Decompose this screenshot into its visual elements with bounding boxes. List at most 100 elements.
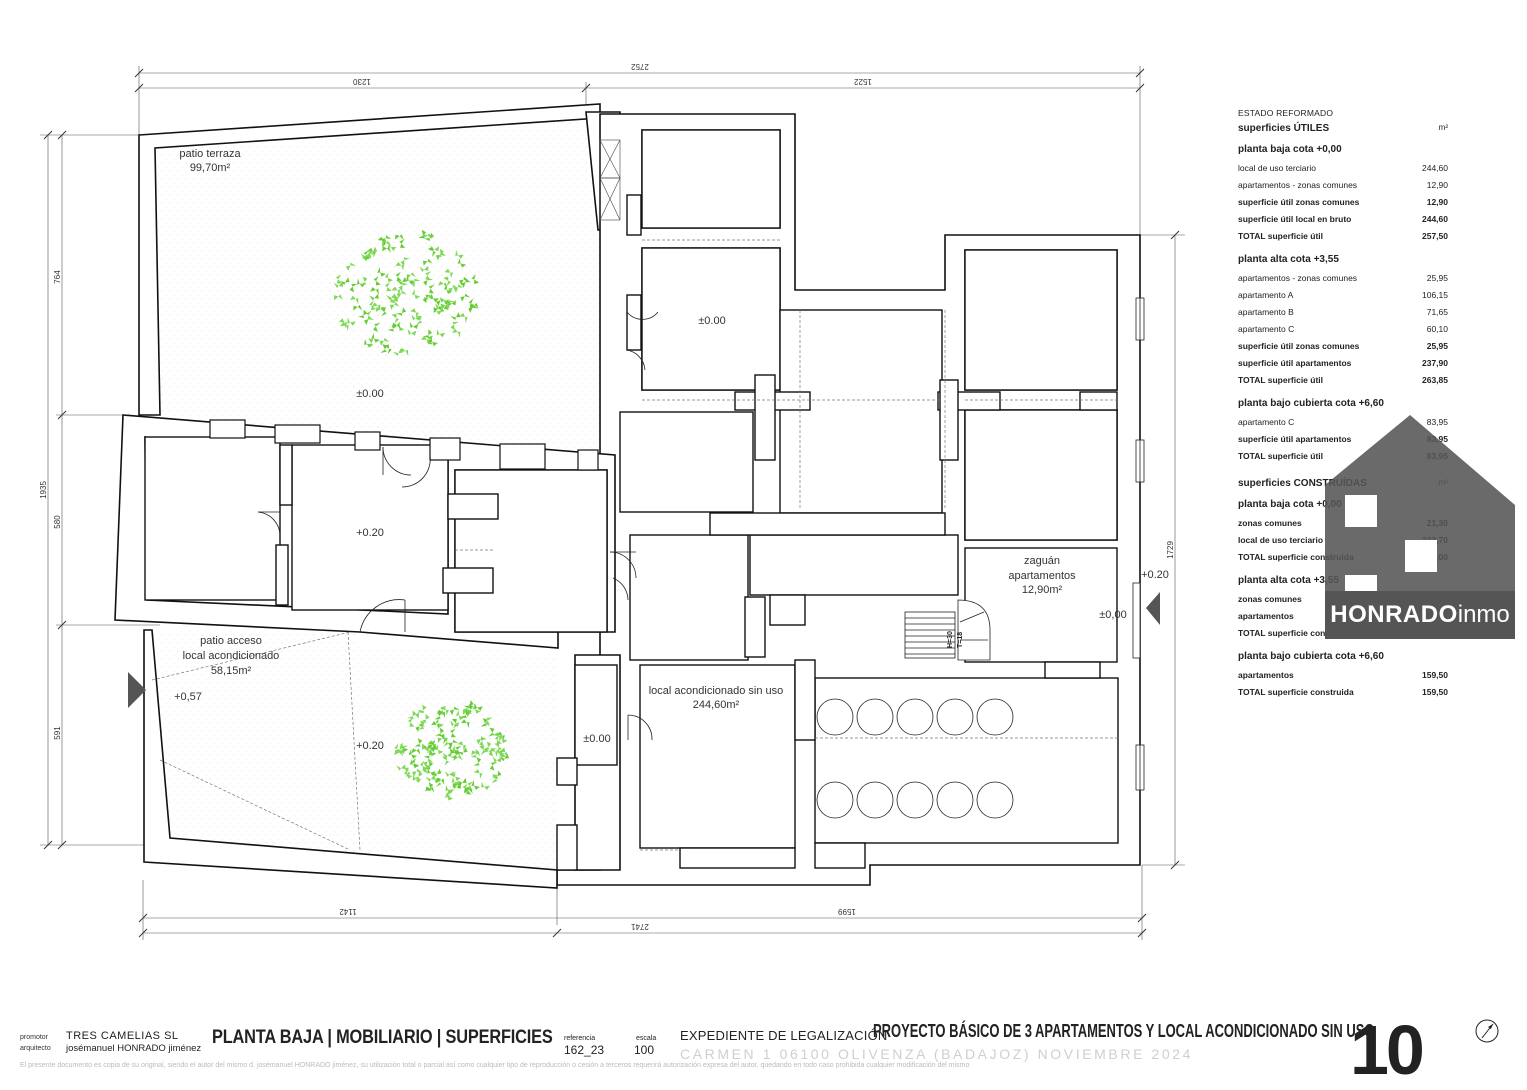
watermark-brand-light: inmo bbox=[1457, 601, 1510, 628]
tree-leaf bbox=[377, 266, 386, 277]
area-group-heading: planta bajo cubierta cota +6,60 bbox=[1238, 651, 1384, 662]
tree-leaf bbox=[422, 765, 432, 774]
plan-title: PLANTA BAJA | MOBILIARIO | SUPERFICIES bbox=[212, 1027, 553, 1048]
door-openings bbox=[151, 239, 1118, 851]
west-room-level: +0.20 bbox=[356, 527, 384, 539]
tree-leaf bbox=[398, 282, 409, 292]
facade-windows bbox=[1132, 297, 1145, 791]
tree-leaf bbox=[460, 709, 470, 719]
dim-bottom-right: 1599 bbox=[838, 907, 856, 916]
tree-leaf bbox=[465, 704, 474, 713]
dim-left-total: 1935 bbox=[39, 481, 48, 499]
tree-leaf bbox=[371, 302, 381, 311]
utiles-unit: m² bbox=[1438, 123, 1448, 132]
patio-acceso bbox=[152, 630, 557, 870]
tree-leaf bbox=[411, 757, 420, 768]
tree-leaf bbox=[389, 302, 400, 310]
area-row-value: 83,95 bbox=[1426, 416, 1448, 427]
tree-leaf bbox=[391, 322, 401, 330]
tree-leaf bbox=[457, 747, 468, 756]
tree-leaf bbox=[433, 306, 444, 313]
patio-acceso-name: patio acceso bbox=[200, 635, 262, 647]
dim-top-left: 1230 bbox=[353, 77, 371, 86]
expediente-label: EXPEDIENTE DE LEGALIZACIÓN bbox=[680, 1028, 888, 1043]
tree-leaf bbox=[373, 323, 381, 332]
tree-leaf bbox=[410, 308, 419, 319]
area-row-label: local de uso terciario bbox=[1238, 534, 1324, 545]
tree-leaf bbox=[433, 306, 442, 315]
tree-leaf bbox=[422, 329, 433, 338]
area-row-value: 159,50 bbox=[1422, 686, 1448, 697]
area-row-label: apartamentos - zonas comunes bbox=[1238, 272, 1358, 283]
tree-leaf bbox=[471, 780, 480, 790]
watermark-brand-bold: HONRADO bbox=[1330, 601, 1458, 628]
patio-terraza-name: patio terraza bbox=[179, 148, 241, 160]
tree-leaf bbox=[489, 761, 498, 771]
tree-leaf bbox=[386, 293, 396, 301]
tree-leaf bbox=[394, 743, 405, 753]
tree-leaf bbox=[371, 332, 380, 343]
tree-leaf bbox=[438, 281, 447, 289]
tree-leaf bbox=[459, 312, 468, 323]
area-row-label: TOTAL superficie útil bbox=[1238, 230, 1324, 241]
tree-leaf bbox=[349, 283, 358, 293]
area-row-label: TOTAL superficie construida bbox=[1238, 627, 1354, 638]
area-row-value: 25,95 bbox=[1426, 340, 1448, 351]
tree-leaf bbox=[412, 768, 423, 777]
tree-leaf bbox=[483, 748, 492, 757]
tree-leaf bbox=[436, 709, 446, 719]
tree-leaf bbox=[488, 748, 497, 757]
stair: H=30 T=18 bbox=[904, 599, 991, 661]
tree-leaf bbox=[496, 731, 506, 742]
area-row-label: TOTAL superficie útil bbox=[1238, 374, 1324, 385]
tree-leaf bbox=[412, 774, 422, 783]
tree-leaf bbox=[345, 262, 356, 271]
tree-leaf bbox=[451, 718, 459, 729]
tree-leaf bbox=[366, 310, 373, 320]
patio-acceso-level: +0.20 bbox=[356, 740, 384, 752]
tree-leaf bbox=[448, 284, 459, 294]
tree-leaf bbox=[425, 271, 432, 281]
tree-leaf bbox=[411, 314, 421, 321]
patio-acceso-area: 58,15m² bbox=[211, 665, 252, 677]
tree-leaf bbox=[410, 278, 421, 288]
passage-level: ±0.00 bbox=[583, 733, 610, 745]
tree-leaf bbox=[413, 770, 423, 780]
zaguan-area: 12,90m² bbox=[1022, 584, 1063, 596]
tree-leaf bbox=[431, 768, 442, 777]
tree-leaf bbox=[498, 733, 508, 744]
patio-wall-openings bbox=[209, 419, 599, 471]
tree-leaf bbox=[445, 790, 454, 801]
tree-leaf bbox=[419, 265, 429, 273]
utiles-title: superficies ÚTILES m² bbox=[1238, 123, 1448, 134]
tree-leaf bbox=[392, 347, 403, 356]
tree-leaf bbox=[363, 250, 370, 260]
tree-leaf bbox=[347, 317, 356, 326]
tree-leaf bbox=[360, 276, 368, 286]
tree-leaf bbox=[492, 756, 502, 763]
patio-terraza-level: ±0.00 bbox=[356, 388, 383, 400]
tree-leaf bbox=[452, 770, 461, 781]
tree-leaf bbox=[480, 717, 488, 727]
dim-left-a: 764 bbox=[53, 270, 62, 284]
area-row-value: 25,95 bbox=[1426, 272, 1448, 283]
tree-leaf bbox=[407, 717, 415, 727]
dim-left-b: 580 bbox=[53, 515, 62, 529]
patio-acceso-sub: local acondicionado bbox=[183, 650, 280, 662]
tree-leaf bbox=[423, 758, 434, 767]
tree-leaf bbox=[435, 252, 446, 261]
tree-leaf bbox=[442, 737, 449, 747]
tree-leaf bbox=[381, 240, 392, 248]
patio-terraza bbox=[155, 120, 617, 455]
tree-leaf bbox=[420, 335, 430, 346]
